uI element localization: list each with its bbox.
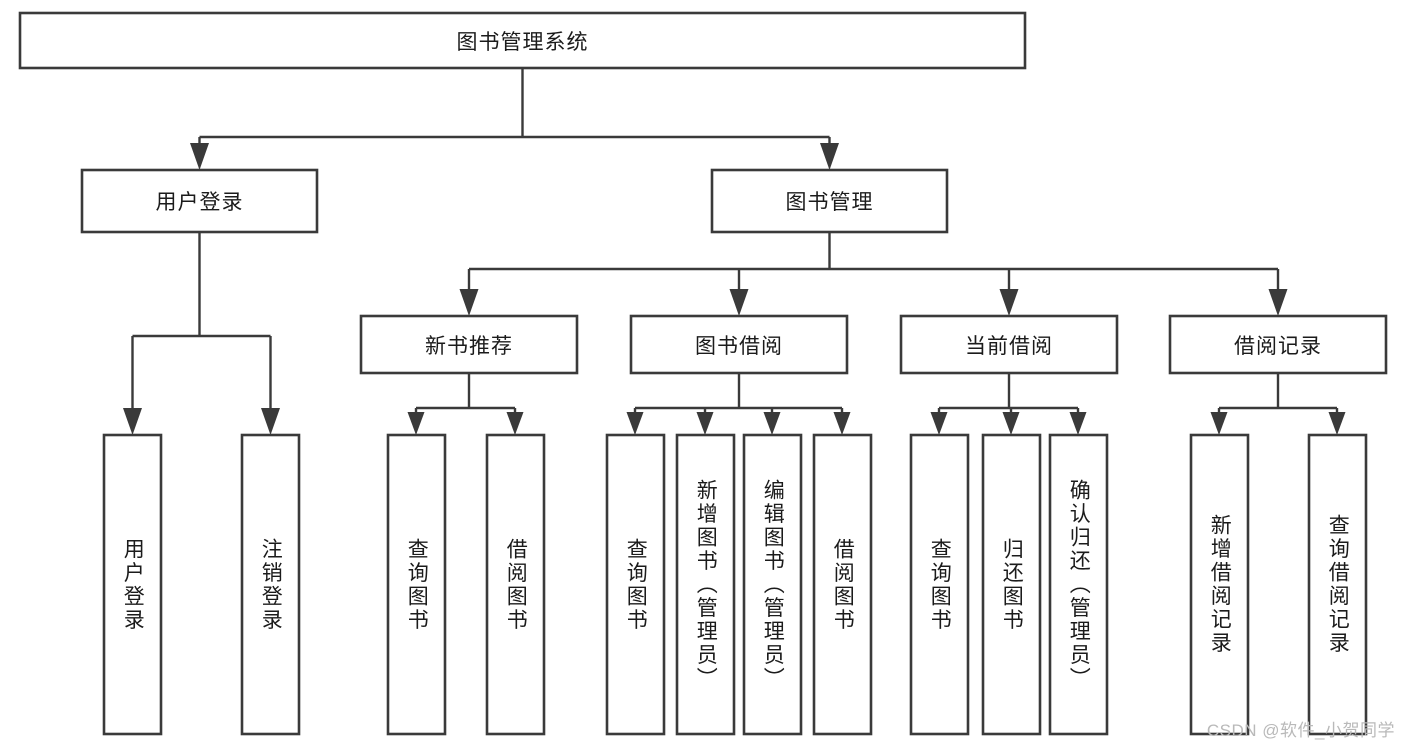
node-current-borrow[interactable] (899, 314, 1119, 375)
arrow-head-leaf-confirm-return-admin (1069, 412, 1087, 435)
arrow-head-leaf-query-book-recommend (407, 412, 425, 435)
node-book-borrow[interactable] (629, 314, 849, 375)
arrow-head-leaf-add-borrow-record (1210, 412, 1228, 435)
arrow-head-current-borrow (999, 289, 1019, 316)
arrow-head-leaf-user-login (123, 408, 142, 435)
arrow-head-leaf-borrow-book (833, 412, 851, 435)
arrow-head-leaf-query-borrow-record (1328, 412, 1346, 435)
node-new-book-recommend[interactable] (359, 314, 579, 375)
node-book-management[interactable] (710, 168, 949, 234)
node-leaf-query-book-recommend[interactable] (386, 433, 447, 736)
arrow-head-new-book-recommend (459, 289, 479, 316)
node-root[interactable] (18, 11, 1027, 70)
arrow-head-leaf-return-book (1002, 412, 1020, 435)
node-borrow-records[interactable] (1168, 314, 1388, 375)
arrow-head-leaf-query-book-borrow (626, 412, 644, 435)
node-leaf-user-login[interactable] (102, 433, 163, 736)
node-user-login[interactable] (80, 168, 319, 234)
node-leaf-confirm-return-admin[interactable] (1048, 433, 1109, 736)
arrow-head-book-borrow (729, 289, 749, 316)
node-leaf-borrow-book[interactable] (812, 433, 873, 736)
arrow-head-leaf-add-book-admin (696, 412, 714, 435)
arrow-head-leaf-borrow-book-recommend (506, 412, 524, 435)
arrow-head-borrow-records (1268, 289, 1288, 316)
arrow-head-leaf-logout-login (261, 408, 280, 435)
csdn-watermark: CSDN @软件_小贺同学 (1206, 721, 1395, 740)
node-leaf-add-borrow-record[interactable] (1189, 433, 1250, 736)
node-leaf-query-book-borrow[interactable] (605, 433, 666, 736)
node-leaf-add-book-admin[interactable] (675, 433, 736, 736)
node-leaf-query-book-current[interactable] (909, 433, 970, 736)
node-leaf-return-book[interactable] (981, 433, 1042, 736)
node-leaf-query-borrow-record[interactable] (1307, 433, 1368, 736)
arrow-head-leaf-edit-book-admin (763, 412, 781, 435)
connector-layer (123, 68, 1346, 435)
arrow-head-book-management (820, 143, 839, 170)
arrow-head-user-login (190, 143, 209, 170)
arrow-head-leaf-query-book-current (930, 412, 948, 435)
node-box-layer (18, 11, 1388, 736)
node-leaf-borrow-book-recommend[interactable] (485, 433, 546, 736)
node-leaf-edit-book-admin[interactable] (742, 433, 803, 736)
node-leaf-logout-login[interactable] (240, 433, 301, 736)
